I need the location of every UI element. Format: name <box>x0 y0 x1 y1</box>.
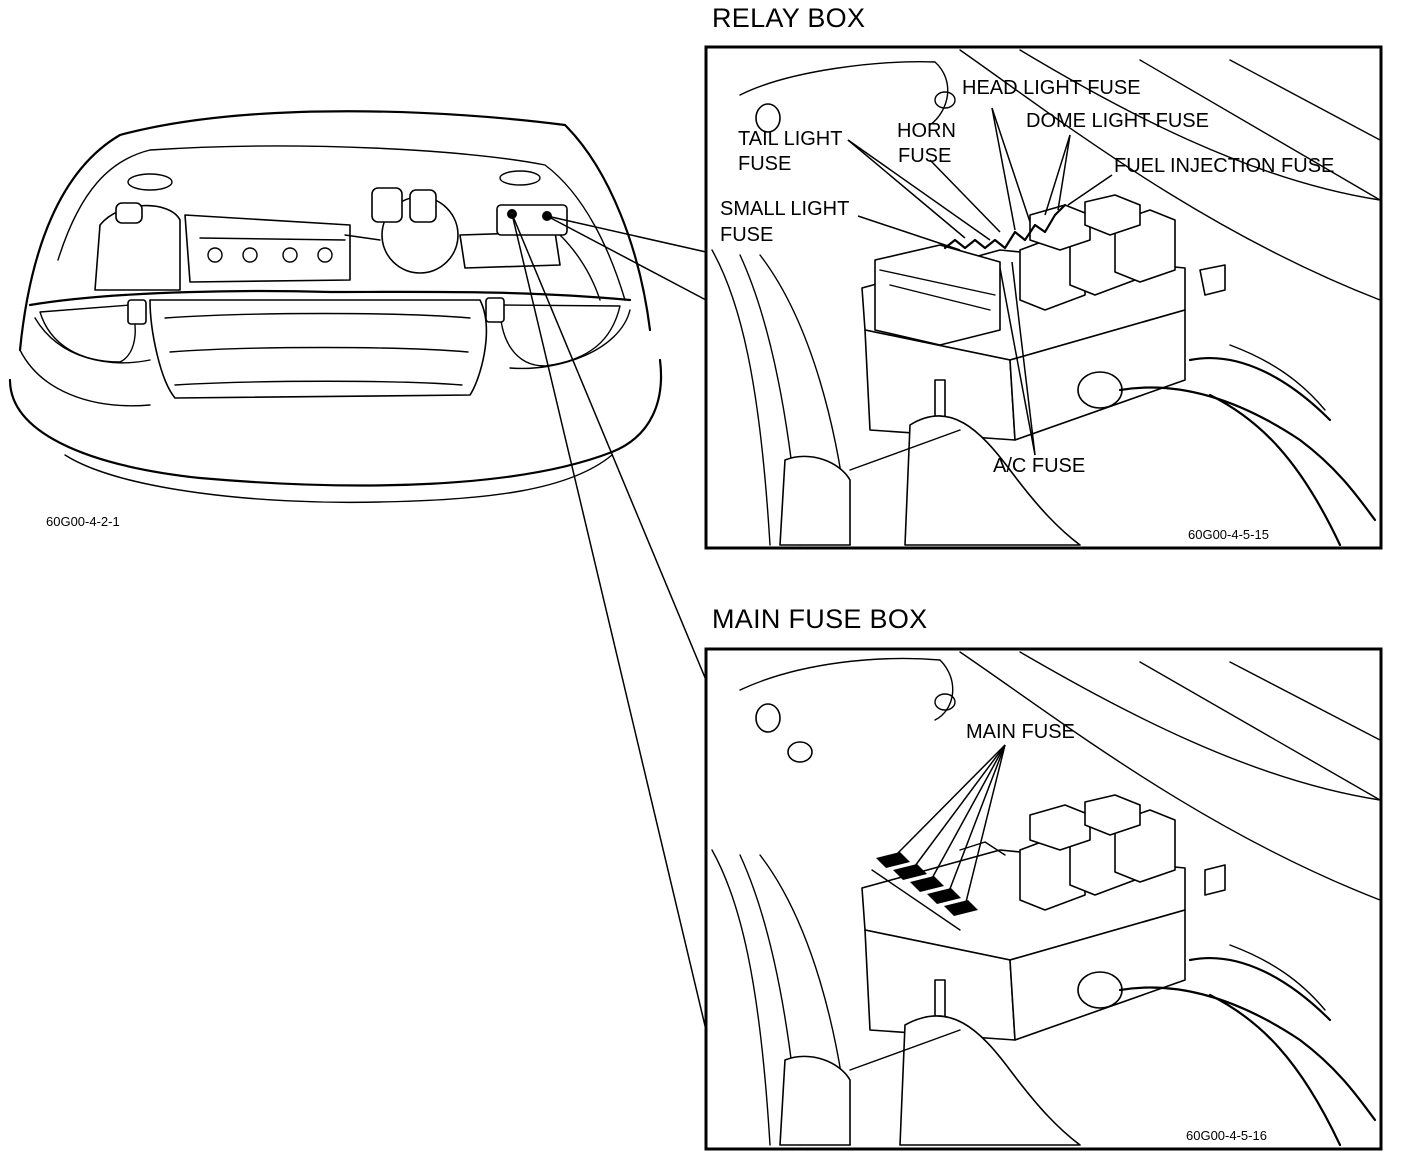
fuel-injection-fuse-label: FUEL INJECTION FUSE <box>1114 155 1334 177</box>
dome-light-leader-b <box>1057 134 1071 211</box>
main-fuse-box-title: MAIN FUSE BOX <box>712 604 927 634</box>
main-fuse-leader-1 <box>892 744 1006 859</box>
main-fuse-callout-line-upper <box>511 213 707 681</box>
small-light-fuse-label-line2: FUSE <box>720 224 773 246</box>
ac-leader-b <box>1011 261 1036 456</box>
tail-light-fuse-label-line2: FUSE <box>738 153 791 175</box>
horn-fuse-label-line1: HORN <box>897 120 956 142</box>
head-light-leader-b <box>991 107 1031 223</box>
overview-code: 60G00-4-2-1 <box>46 514 120 529</box>
relay-box-illustration <box>711 49 1381 547</box>
main-fuse-leader-3 <box>929 744 1006 883</box>
main-fuse-leaders <box>892 744 1006 907</box>
head-light-fuse-label: HEAD LIGHT FUSE <box>962 77 1141 99</box>
callout-lines <box>511 213 707 1031</box>
relay-callout-line-lower <box>546 215 707 301</box>
main-fuse-callout-line-lower <box>511 213 707 1031</box>
tail-light-fuse-label-line1: TAIL LIGHT <box>738 128 842 150</box>
main-fuse-box-frame <box>704 647 1383 1151</box>
car-front-illustration <box>8 110 663 504</box>
main-fuse-box-illustration <box>711 651 1381 1147</box>
main-fuse-leader-4 <box>947 744 1006 895</box>
tail-light-leader-b <box>847 139 991 241</box>
relay-box-title: RELAY BOX <box>712 3 865 33</box>
relay-box-frame <box>704 45 1383 550</box>
ac-leader-a <box>999 267 1036 456</box>
dome-light-fuse-label: DOME LIGHT FUSE <box>1026 110 1209 132</box>
relay-box-leaders <box>847 107 1113 456</box>
main-fuse-leader-2 <box>911 744 1006 871</box>
relay-callout-line-upper <box>546 215 707 253</box>
tail-light-leader-a <box>847 139 966 239</box>
ac-fuse-label: A/C FUSE <box>993 455 1085 477</box>
horn-leader <box>929 159 1001 233</box>
head-light-leader-a <box>991 107 1016 231</box>
dome-light-leader-a <box>1044 134 1071 216</box>
main-fuse-leader-5 <box>964 744 1006 907</box>
small-light-leader <box>857 215 961 251</box>
small-light-fuse-label-line1: SMALL LIGHT <box>720 198 849 220</box>
fuel-injection-leader <box>1067 174 1113 206</box>
main-fuse-box-code: 60G00-4-5-16 <box>1186 1128 1267 1143</box>
relay-box-code: 60G00-4-5-15 <box>1188 527 1269 542</box>
main-fuse-label: MAIN FUSE <box>966 721 1075 743</box>
horn-fuse-label-line2: FUSE <box>898 145 951 167</box>
